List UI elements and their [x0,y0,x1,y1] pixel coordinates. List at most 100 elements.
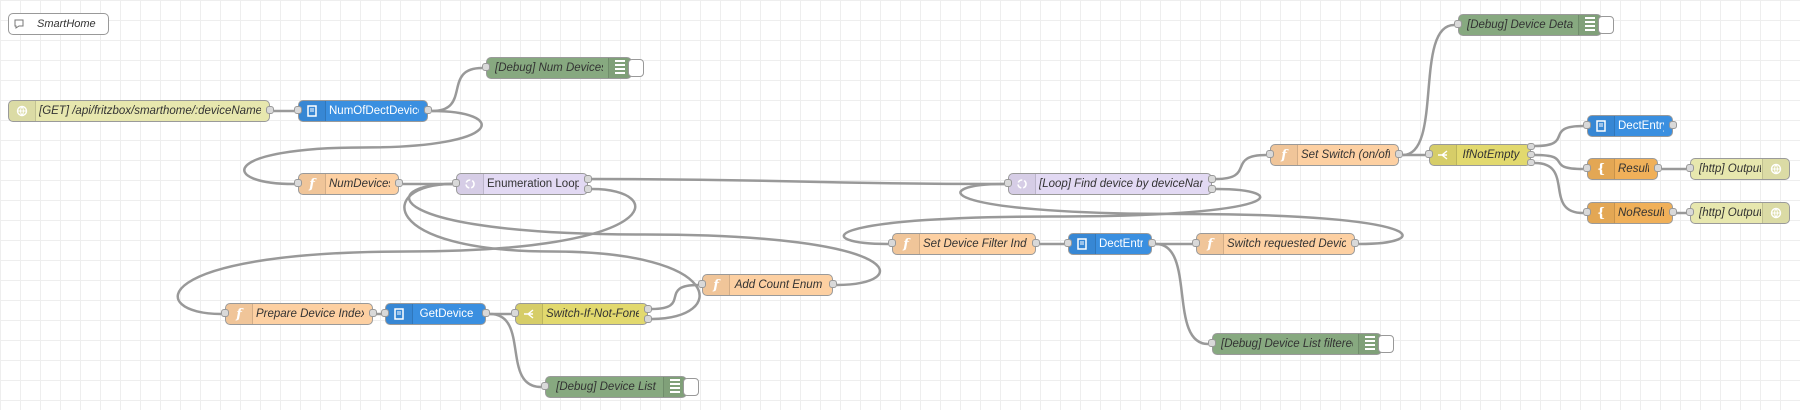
node-dbg-filtered[interactable]: [Debug] Device List filtered [1208,333,1382,355]
output-port[interactable] [1527,151,1535,158]
output-port[interactable] [1351,239,1359,247]
output-port[interactable] [1148,239,1156,247]
input-port[interactable] [1208,339,1216,347]
input-port[interactable] [888,239,896,247]
node-dect-entry-mid[interactable]: DectEntry [1064,233,1156,255]
wire[interactable] [1215,153,1267,181]
comment-node-smarthome[interactable]: SmartHome [8,13,109,35]
output-port[interactable] [1208,185,1216,193]
wire[interactable] [1534,124,1584,148]
wire[interactable] [431,66,483,113]
output-port[interactable] [395,179,403,187]
output-port[interactable] [1654,164,1662,172]
input-port[interactable] [1004,179,1012,187]
input-port[interactable] [1192,239,1200,247]
input-port[interactable] [511,309,519,317]
debug-toggle-button[interactable] [628,59,644,77]
output-port[interactable] [584,175,592,183]
debug-toggle-button[interactable] [683,378,699,396]
node-http-out-1[interactable]: [http] Output [1686,158,1790,180]
wire[interactable] [1155,242,1209,346]
node-label: Enumeration Loop [487,178,579,190]
wire[interactable] [959,182,1404,246]
input-port[interactable] [541,382,549,390]
input-port[interactable] [381,309,389,317]
output-port[interactable] [584,185,592,193]
input-port[interactable] [1686,164,1694,172]
node-dbg-list[interactable]: [Debug] Device List [541,376,687,398]
node-http-in[interactable]: [GET] /api/fritzbox/smarthome/:deviceNam… [8,100,274,122]
node-dbg-num[interactable]: [Debug] Num Devices [482,57,632,79]
node-switch-not-fone[interactable]: Switch-If-Not-Fone [511,303,652,325]
wire[interactable] [1534,161,1584,215]
input-port[interactable] [1583,121,1591,129]
input-port[interactable] [1583,164,1591,172]
node-label: [Loop] Find device by deviceName [1039,178,1203,190]
output-port[interactable] [1208,175,1216,183]
node-no-result[interactable]: {NoResult [1583,202,1677,224]
input-port[interactable] [482,63,490,71]
input-port[interactable] [1686,208,1694,216]
debug-toggle-button[interactable] [1598,16,1614,34]
input-port[interactable] [1454,20,1462,28]
wire[interactable] [407,182,882,287]
node-http-out-2[interactable]: [http] Output [1686,202,1790,224]
node-label: Set Switch (on/off) [1301,149,1390,161]
node-label: [GET] /api/fritzbox/smarthome/:deviceNam… [39,105,261,117]
file-icon [299,101,326,121]
output-port[interactable] [266,106,274,114]
wire[interactable] [243,109,483,186]
switch-icon [516,304,543,324]
node-num-dect[interactable]: NumOfDectDevices [294,100,432,122]
input-port[interactable] [1425,150,1433,158]
wire[interactable] [489,312,542,389]
switch-icon [1430,145,1457,165]
output-port[interactable] [1395,150,1403,158]
output-port[interactable] [1669,121,1677,129]
input-port[interactable] [1266,150,1274,158]
wire[interactable] [591,177,1005,186]
wire[interactable] [1534,153,1584,171]
node-dect-entry-out[interactable]: DectEntry [1583,115,1677,137]
wire[interactable] [842,187,1262,246]
wire[interactable] [651,283,699,311]
node-dbg-details[interactable]: [Debug] Device Details [1454,14,1602,36]
output-port[interactable] [1527,143,1535,150]
input-port[interactable] [698,280,706,288]
input-port[interactable] [1583,208,1591,216]
node-label: Prepare Device Index [256,308,364,320]
comment-label: SmartHome [37,18,96,30]
output-port[interactable] [424,106,432,114]
input-port[interactable] [221,309,229,317]
input-port[interactable] [1064,239,1072,247]
node-if-not-empty[interactable]: IfNotEmpty [1425,143,1535,166]
output-port[interactable] [1527,159,1535,166]
input-port[interactable] [294,179,302,187]
output-port[interactable] [1032,239,1040,247]
debug-toggle-button[interactable] [1378,335,1394,353]
output-port[interactable] [1669,208,1677,216]
comment-icon [14,19,24,29]
output-port[interactable] [369,309,377,317]
wire[interactable] [1402,23,1455,157]
file-icon [1069,234,1096,254]
output-port[interactable] [482,309,490,317]
wire[interactable] [176,187,637,316]
input-port[interactable] [294,106,302,114]
node-enum-loop[interactable]: Enumeration Loop [452,173,592,195]
node-result[interactable]: {Result [1583,158,1662,180]
wire[interactable] [403,182,701,321]
output-port[interactable] [644,305,652,313]
input-port[interactable] [452,179,460,187]
output-port[interactable] [644,315,652,323]
node-get-device[interactable]: GetDevice [381,303,490,325]
node-loop-find[interactable]: [Loop] Find device by deviceName [1004,173,1216,195]
output-port[interactable] [829,280,837,288]
